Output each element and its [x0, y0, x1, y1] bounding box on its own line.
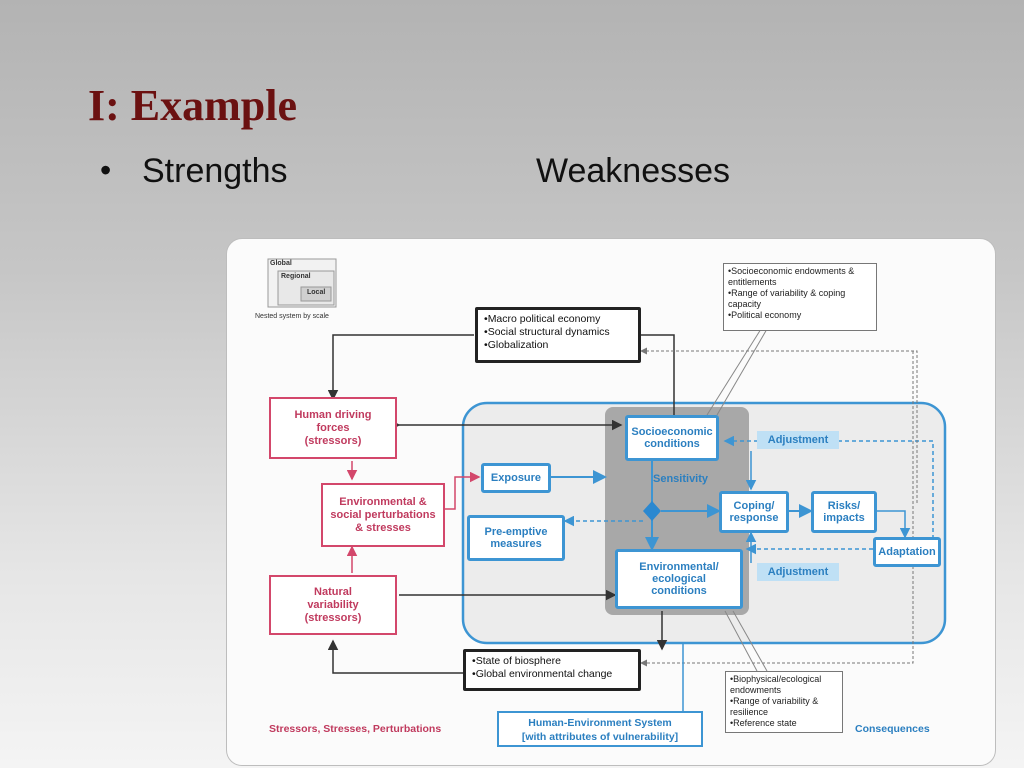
preemptive-line: Pre-emptive	[484, 526, 548, 538]
scale-global-label: Global	[270, 260, 292, 267]
natural-variability-box: Natural variability (stressors)	[269, 575, 397, 635]
hes-label-box: Human-Environment System [with attribute…	[497, 711, 703, 747]
biophysical-item: Biophysical/ecological endowments	[730, 674, 838, 696]
endowments-item: Socioeconomic endowments & entitlements	[728, 266, 872, 288]
adjustment-top-box: Adjustment	[757, 431, 839, 449]
env-social-line: Environmental &	[339, 495, 427, 508]
biophysical-item: Range of variability & resilience	[730, 696, 838, 718]
biophysical-endowments-box: Biophysical/ecological endowments Range …	[725, 671, 843, 733]
risks-line: Risks/	[827, 500, 861, 512]
macro-item: Globalization	[484, 339, 632, 352]
endowments-item: Political economy	[728, 310, 872, 321]
hes-label-line: [with attributes of vulnerability]	[521, 731, 679, 743]
adaptation-label: Adaptation	[878, 546, 936, 558]
environmental-social-perturbations-box: Environmental & social perturbations & s…	[321, 483, 445, 547]
scale-local-label: Local	[307, 289, 326, 296]
adjustment-bottom-box: Adjustment	[757, 563, 839, 581]
hes-label-line: Human-Environment System	[528, 717, 672, 729]
macro-item: Social structural dynamics	[484, 326, 632, 339]
macro-factors-box: Macro political economy Social structura…	[475, 307, 641, 363]
human-driving-line: Human driving	[294, 408, 372, 421]
scale-regional-label: Regional	[281, 273, 311, 280]
bullet-row: • Strengths Weaknesses	[100, 152, 860, 196]
human-driving-line: forces	[316, 421, 350, 434]
coping-line: response	[729, 512, 779, 524]
socioeconomic-line: conditions	[644, 438, 700, 450]
env-ecological-line: Environmental/	[639, 561, 719, 573]
adjustment-bottom-label: Adjustment	[767, 566, 829, 578]
macro-item: Macro political economy	[484, 313, 632, 326]
vulnerability-framework-diagram: Global Regional Local Nested system by s…	[226, 238, 996, 766]
preemptive-measures-box: Pre-emptive measures	[467, 515, 565, 561]
risks-line: impacts	[823, 512, 865, 524]
human-driving-line: (stressors)	[304, 434, 362, 447]
exposure-box: Exposure	[481, 463, 551, 493]
socioeconomic-line: Socioeconomic	[631, 426, 713, 438]
consequences-label: Consequences	[855, 723, 930, 735]
natural-var-line: Natural	[314, 585, 352, 598]
natural-var-line: (stressors)	[304, 611, 362, 624]
env-social-line: & stresses	[355, 521, 411, 534]
exposure-label: Exposure	[490, 472, 542, 484]
socioeconomic-conditions-box: Socioeconomic conditions	[625, 415, 719, 461]
biosphere-item: Global environmental change	[472, 668, 632, 681]
biophysical-item: Reference state	[730, 718, 838, 729]
slide-title: I: Example	[88, 81, 297, 130]
adjustment-top-label: Adjustment	[767, 434, 829, 446]
sensitivity-label: Sensitivity	[653, 473, 709, 485]
human-driving-forces-box: Human driving forces (stressors)	[269, 397, 397, 459]
stressors-label: Stressors, Stresses, Perturbations	[269, 723, 442, 735]
env-social-line: social perturbations	[330, 508, 436, 521]
endowments-item: Range of variability & coping capacity	[728, 288, 872, 310]
env-ecological-line: ecological	[652, 573, 706, 585]
risks-impacts-box: Risks/ impacts	[811, 491, 877, 533]
biosphere-item: State of biosphere	[472, 655, 632, 668]
socioeconomic-endowments-box: Socioeconomic endowments & entitlements …	[723, 263, 877, 331]
bullet-dot: •	[100, 152, 112, 188]
biosphere-box: State of biosphere Global environmental …	[463, 649, 641, 691]
coping-response-box: Coping/ response	[719, 491, 789, 533]
preemptive-line: measures	[490, 538, 542, 550]
natural-var-line: variability	[307, 598, 359, 611]
adaptation-box: Adaptation	[873, 537, 941, 567]
scale-caption: Nested system by scale	[255, 313, 329, 320]
coping-line: Coping/	[733, 500, 775, 512]
env-ecological-line: conditions	[651, 585, 707, 597]
bullet-strengths: Strengths	[142, 152, 288, 190]
environmental-conditions-box: Environmental/ ecological conditions	[615, 549, 743, 609]
bullet-weaknesses: Weaknesses	[536, 152, 731, 190]
